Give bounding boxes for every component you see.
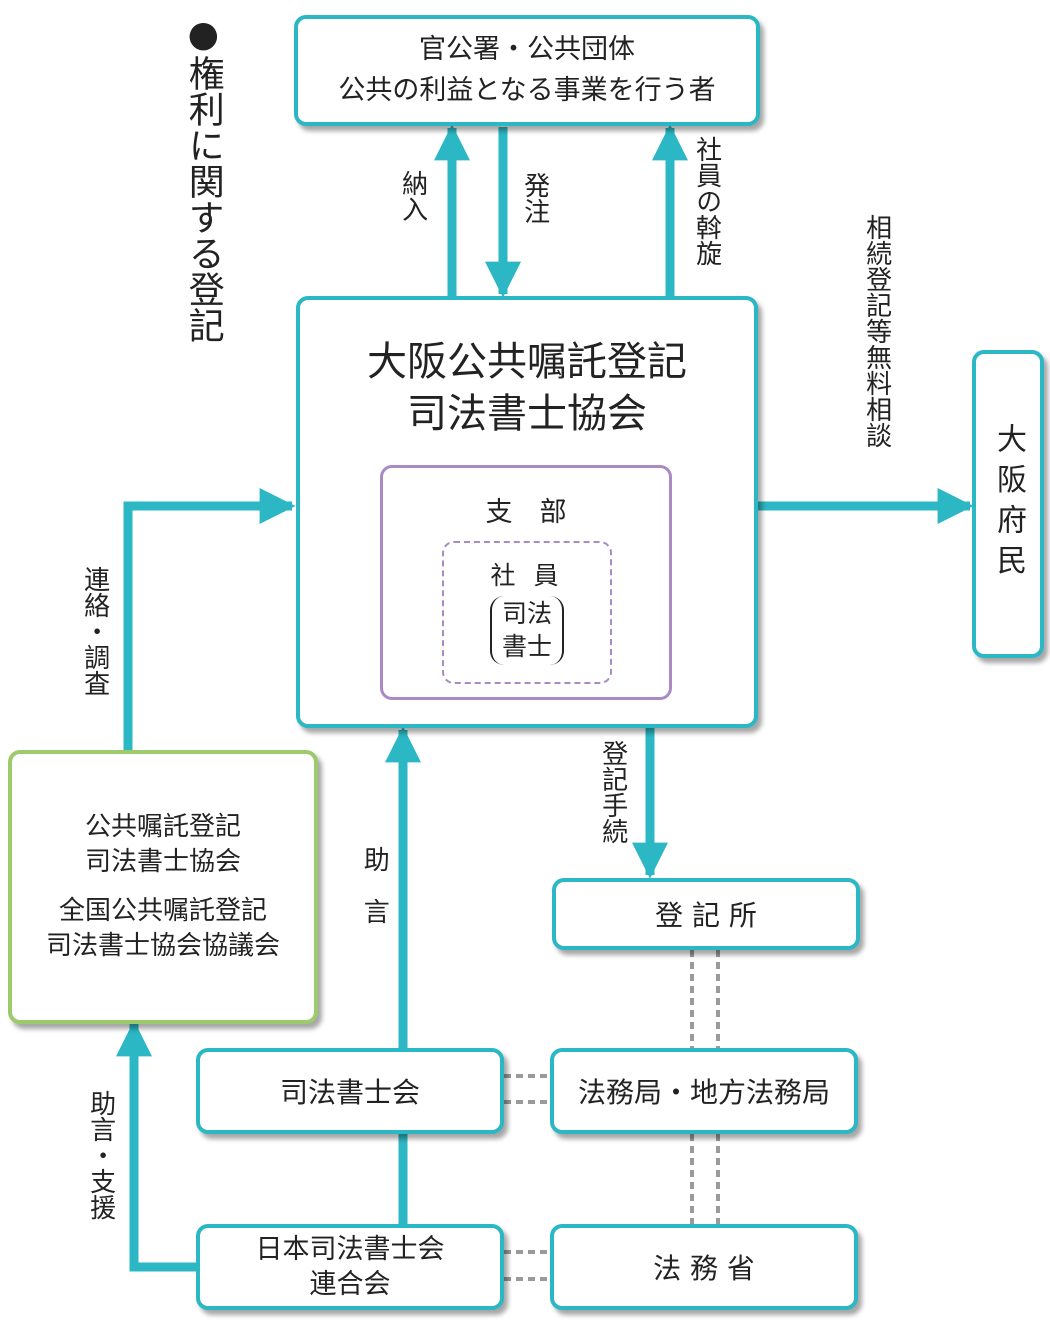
branch-label: 支 部 [485,497,567,528]
other-association-box: 公共嘱託登記 司法書士協会 全国公共嘱託登記 司法書士協会協議会 [8,750,318,1024]
label-contact: 連絡・調査 [79,566,110,696]
member-box: 社 員 司法 書士 [442,541,612,684]
shihoshoshi-kai-box: 司法書士会 [196,1048,504,1134]
legal-affairs-bureau-box: 法務局・地方法務局 [550,1048,858,1134]
label-consultation: 相続登記等無料相談 [861,214,892,448]
public-office-line2: 公共の利益となる事業を行う者 [338,74,716,106]
label-procedure: 登記手続 [597,740,628,844]
label-advice-support: 助言・支援 [85,1090,116,1220]
page-title: ●権利に関する登記 [182,14,224,343]
dotted-connectors [504,950,720,1281]
arrow-advice-support [116,1020,198,1272]
public-office-box: 官公署・公共団体 公共の利益となる事業を行う者 [294,15,760,126]
residents-label: 大阪府民 [991,423,1026,585]
label-order: 発注 [519,172,550,224]
ministry-box: 法 務 省 [550,1224,858,1310]
residents-box: 大阪府民 [972,350,1044,658]
label-advice: 助 言 [359,846,390,924]
label-placement: 社員の斡旋 [691,136,722,266]
public-office-line1: 官公署・公共団体 [419,34,635,65]
member-title: 社 員 [490,560,564,590]
osaka-association-name: 大阪公共嘱託登記 司法書士協会 [367,339,687,437]
federation-box: 日本司法書士会 連合会 [196,1224,504,1310]
arrow-contact [123,488,296,750]
registry-box: 登 記 所 [552,878,860,950]
member-role: 司法 書士 [489,596,564,666]
label-delivery: 納入 [397,170,428,222]
